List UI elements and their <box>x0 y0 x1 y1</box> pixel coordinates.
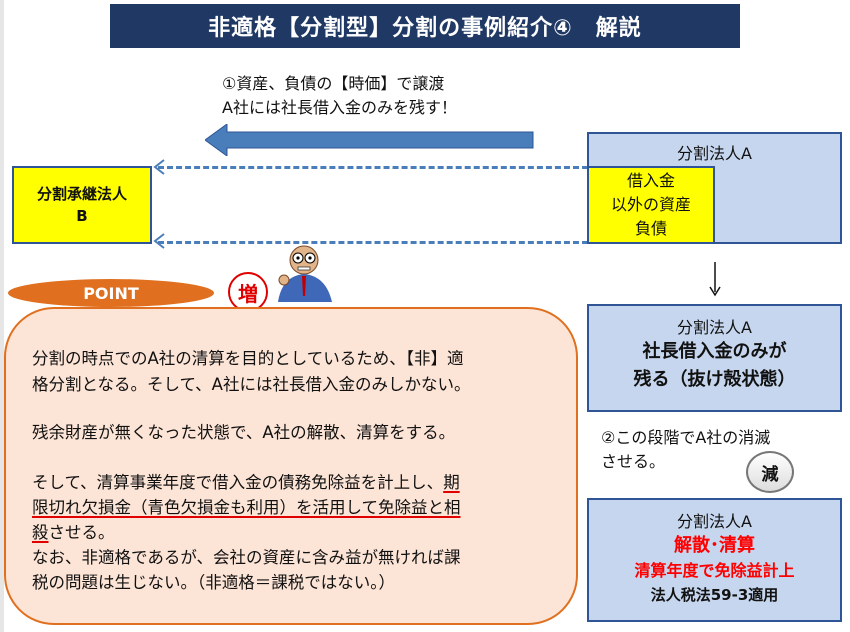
point-text-plain: そして、清算事業年度で借入金の債務免除益を計上し、 <box>32 473 444 492</box>
company-a-mid-line2: 残る（抜け殻状態） <box>633 369 796 390</box>
point-text-line: 分割の時点でのA社の清算を目的としているため、【非】適 <box>32 349 464 368</box>
arrowheads-icon <box>153 159 165 249</box>
step2-note-line1: ②この段階でA社の消滅 <box>601 428 771 447</box>
point-label: POINT <box>8 279 214 307</box>
transfer-note-line1: ①資産、負債の【時価】で譲渡 <box>222 74 445 93</box>
left-edge <box>0 0 4 632</box>
dashed-connector-bottom <box>158 241 588 244</box>
company-a-mid-line1: 社長借入金のみが <box>642 341 787 362</box>
businessman-icon <box>278 245 332 302</box>
point-text-line: 限切れ欠損金（青色欠損金も利用）を活用して免除益と相 <box>32 494 461 518</box>
slide-title: 非適格【分割型】分割の事例紹介④ 解説 <box>110 4 740 48</box>
decrease-badge: 減 <box>746 451 794 493</box>
point-text-underlined: 限切れ欠損金（青色欠損金も利用）を活用して免除益と相 <box>32 498 461 517</box>
other-assets-line2: 以外の資産 <box>610 195 691 214</box>
other-assets-box: 借入金 以外の資産 負債 <box>587 166 715 244</box>
left-arrow-icon <box>205 124 534 156</box>
exemption-label: 清算年度で免除益計上 <box>634 561 795 580</box>
dashed-connector-top <box>158 166 588 169</box>
tax-law-label: 法人税法59-3適用 <box>650 586 779 604</box>
transfer-note-line2: A社には社長借入金のみを残す！ <box>222 98 457 117</box>
down-arrow-icon <box>709 262 721 297</box>
liquidation-label: 解散･清算 <box>674 535 755 556</box>
point-text-line: そして、清算事業年度で借入金の債務免除益を計上し、期 <box>32 469 460 493</box>
company-a-bottom-box: 分割法人A 解散･清算 清算年度で免除益計上 法人税法59-3適用 <box>587 498 842 622</box>
point-text-line: 格分割となる。そして、A社には社長借入金のみしかない。 <box>32 375 471 394</box>
step2-note: ②この段階でA社の消滅 させる。 <box>601 426 770 474</box>
point-text-line: 殺させる。 <box>32 519 115 543</box>
company-b-box: 分割承継法人 B <box>12 166 152 244</box>
point-text-underlined: 殺 <box>32 523 49 542</box>
step2-note-line2: させる。 <box>601 452 666 471</box>
point-text-underlined: 期 <box>443 473 460 492</box>
company-a-mid-box: 分割法人A 社長借入金のみが 残る（抜け殻状態） <box>587 304 842 412</box>
company-a-top-title: 分割法人A <box>677 144 752 163</box>
point-text-plain: させる。 <box>48 523 115 542</box>
company-b-line1: 分割承継法人 <box>36 185 127 203</box>
point-text-line: 残余財産が無くなった状態で、A社の解散、清算をする。 <box>32 423 456 442</box>
increase-badge: 増 <box>228 272 268 312</box>
transfer-note: ①資産、負債の【時価】で譲渡 A社には社長借入金のみを残す！ <box>222 72 457 120</box>
point-text-line: なお、非適格であるが、会社の資産に含み益が無ければ課 <box>32 548 461 567</box>
other-assets-line1: 借入金 <box>626 171 675 190</box>
other-assets-line3: 負債 <box>634 219 667 238</box>
company-a-mid-title: 分割法人A <box>677 318 752 337</box>
point-box: 分割の時点でのA社の清算を目的としているため、【非】適 格分割となる。そして、A… <box>4 307 578 625</box>
point-text-line: 税の問題は生じない。（非適格＝課税ではない。） <box>32 573 395 592</box>
company-b-line2: B <box>76 207 88 225</box>
company-a-bottom-title: 分割法人A <box>677 512 752 531</box>
